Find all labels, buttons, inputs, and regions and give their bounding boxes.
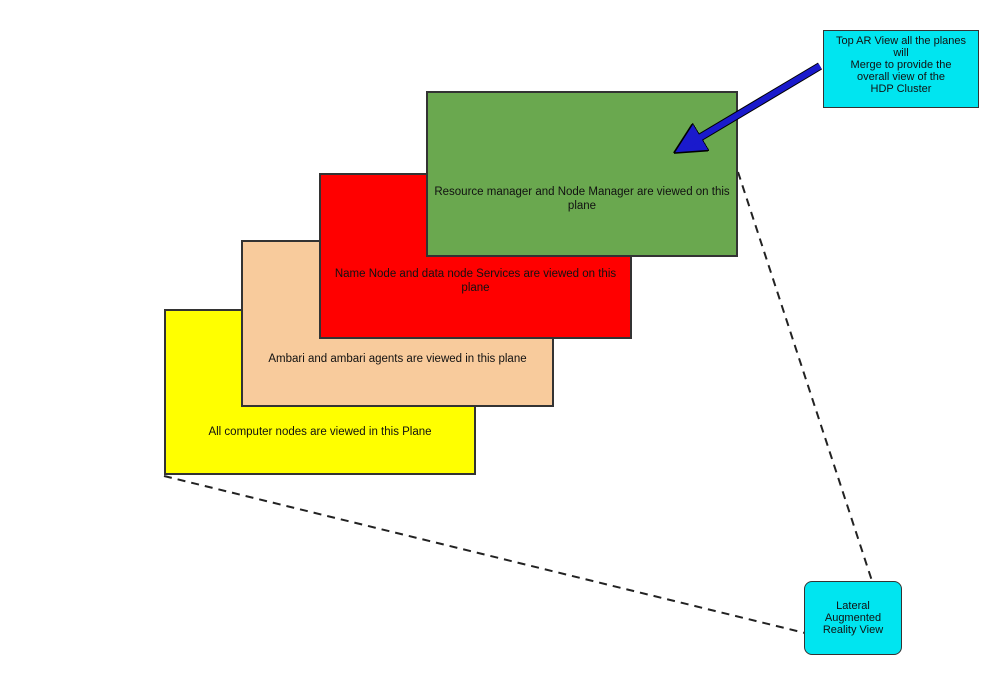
dashed-connector-right xyxy=(737,171,873,582)
plane-compute-nodes-label: All computer nodes are viewed in this Pl… xyxy=(208,426,432,438)
top-ar-view-callout-text: Top AR View all the planes will Merge to… xyxy=(835,35,967,95)
blue-pointer-arrow-fill xyxy=(682,63,822,150)
lateral-ar-view-callout-text: Lateral Augmented Reality View xyxy=(822,600,884,636)
dashed-connector-left xyxy=(163,475,806,634)
plane-ambari-label: Ambari and ambari agents are viewed in t… xyxy=(268,352,527,365)
top-ar-view-callout: Top AR View all the planes will Merge to… xyxy=(823,30,979,108)
plane-resource-manager: Resource manager and Node Manager are vi… xyxy=(426,91,738,257)
plane-resource-manager-label: Resource manager and Node Manager are vi… xyxy=(434,186,730,212)
lateral-ar-view-callout: Lateral Augmented Reality View xyxy=(804,581,902,655)
plane-name-data-node-label: Name Node and data node Services are vie… xyxy=(334,268,617,294)
